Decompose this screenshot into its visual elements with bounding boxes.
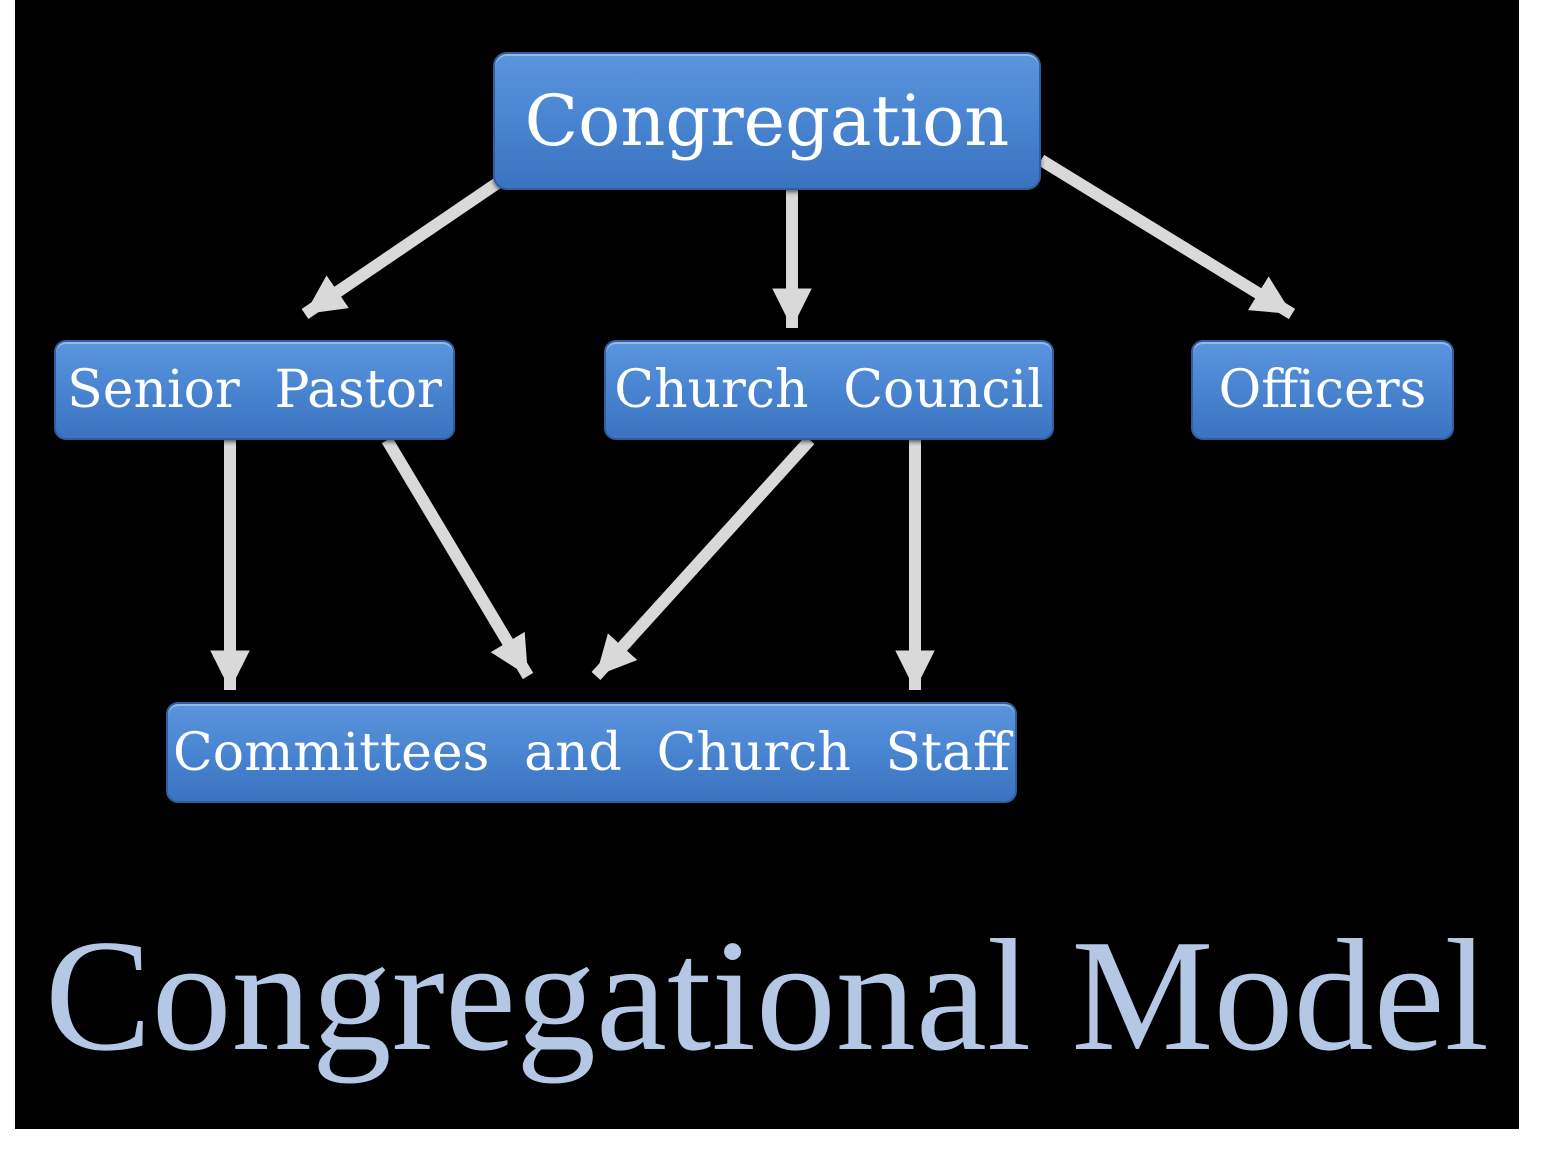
node-congregation-label: Congregation: [524, 80, 1010, 162]
node-senior-pastor-label: Senior Pastor: [67, 360, 442, 420]
node-congregation: Congregation: [493, 52, 1041, 190]
arrow-senior-pastor-to-committees-diagonal: [381, 436, 534, 680]
slide-caption: Congregational Model: [44, 906, 1490, 1084]
arrow-church-council-to-committees-diagonal: [591, 435, 815, 681]
node-officers: Officers: [1191, 340, 1454, 440]
arrow-congregation-to-officers: [1037, 154, 1296, 320]
node-church-council-label: Church Council: [614, 360, 1044, 420]
node-senior-pastor: Senior Pastor: [54, 340, 455, 440]
arrow-congregation-to-senior-pastor: [301, 177, 503, 319]
slide: Congregation Senior Pastor Church Counci…: [15, 0, 1519, 1129]
node-church-council: Church Council: [604, 340, 1054, 440]
node-committees-label: Committees and Church Staff: [172, 722, 1011, 783]
node-committees-and-church-staff: Committees and Church Staff: [166, 702, 1017, 803]
node-officers-label: Officers: [1218, 360, 1427, 420]
arrows-layer: [210, 154, 1296, 690]
